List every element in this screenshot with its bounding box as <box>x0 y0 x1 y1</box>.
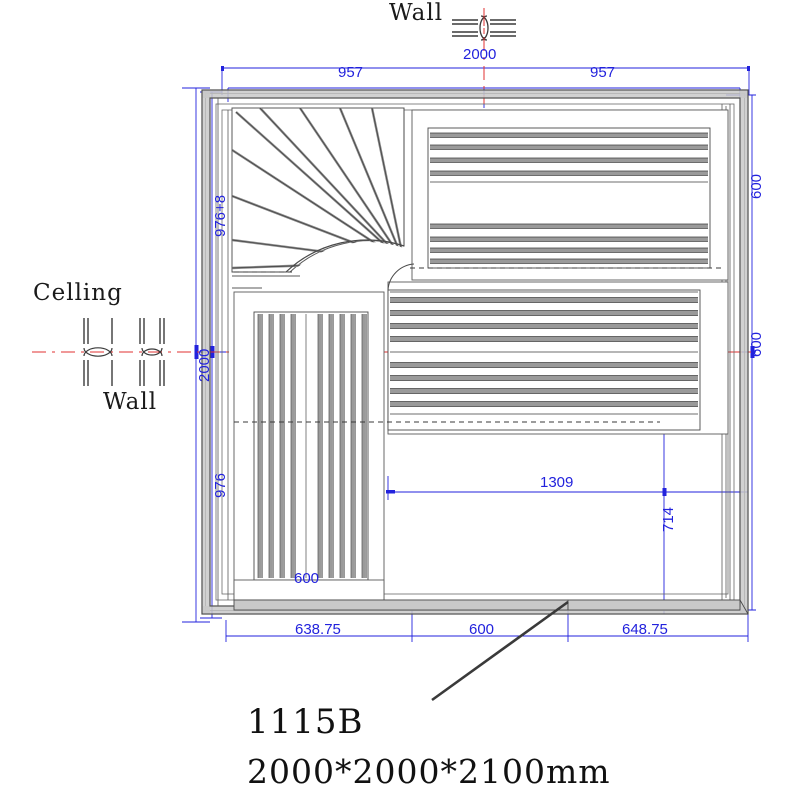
dim-interior-width: 1309 <box>540 474 574 491</box>
dim-left-lower: 976 <box>212 472 229 498</box>
wall-label-top: Wall <box>389 0 444 26</box>
bench-slats-upper <box>430 133 708 263</box>
upper-right-bench <box>411 109 729 281</box>
radial-corner-bench <box>231 107 405 289</box>
dim-right-upper: 600 <box>748 173 765 199</box>
overall-size-label: 2000*2000*2100mm <box>247 752 611 791</box>
break-symbol-horizontal-icon <box>452 14 516 42</box>
dim-bottom-left: 638.75 <box>295 621 341 638</box>
dim-interior-depth: 714 <box>660 506 677 532</box>
left-wall-post <box>217 98 229 606</box>
break-symbol-vertical-ceiling-icon <box>83 318 113 386</box>
model-code-label: 1115B <box>247 702 364 742</box>
bench-slats-left <box>258 314 366 578</box>
bench-slats-lower <box>390 297 698 407</box>
floor-threshold <box>233 599 749 615</box>
dim-left-overall: 2000 <box>196 348 213 382</box>
dimension-lines <box>182 67 756 642</box>
dim-right-lower: 600 <box>748 331 765 357</box>
hidden-lines <box>234 267 722 423</box>
dim-left-upper: 976+8 <box>212 194 229 237</box>
ceiling-label: Celling <box>33 280 123 306</box>
dim-top-left-half: 957 <box>338 64 364 81</box>
door-leader-line <box>431 600 569 702</box>
dim-bottom-center: 600 <box>469 621 495 638</box>
break-symbol-vertical-wall-icon <box>139 318 165 386</box>
dim-bottom-right: 648.75 <box>622 621 668 638</box>
lower-left-bench <box>233 291 385 601</box>
wall-label-left: Wall <box>103 389 158 415</box>
dim-bench-width: 600 <box>294 570 320 587</box>
dim-top-overall: 2000 <box>463 46 497 63</box>
dim-top-right-half: 957 <box>590 64 616 81</box>
lower-right-bench <box>387 263 729 435</box>
